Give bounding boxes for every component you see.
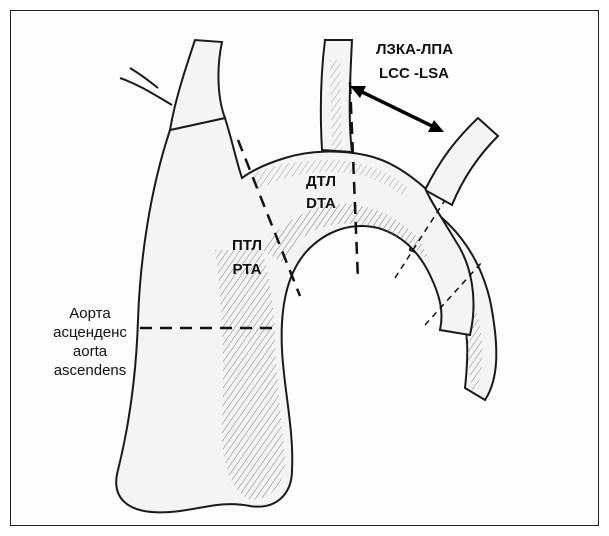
lcc-lsa-label-ru: ЛЗКА-ЛПА <box>376 40 453 59</box>
brachiocephalic-trunk <box>170 40 225 130</box>
dta-label-ru: ДТЛ <box>296 172 346 191</box>
pta-label-en: PTA <box>222 260 272 279</box>
ascending-label-line2: асценденс <box>30 323 150 342</box>
carotid-shading <box>330 60 342 150</box>
brachiocephalic-branch <box>120 68 172 105</box>
pta-label-ru: ПТЛ <box>222 236 272 255</box>
ascending-label-line4: ascendens <box>30 361 150 380</box>
dta-label-en: DTA <box>296 194 346 213</box>
ascending-label-line3: aorta <box>30 342 150 361</box>
aortic-arch-body <box>116 118 473 512</box>
ascending-label-line1: Аорта <box>30 304 150 323</box>
lcc-lsa-label-en: LCC -LSA <box>379 64 449 83</box>
lcc-lsa-arrow <box>358 90 436 128</box>
